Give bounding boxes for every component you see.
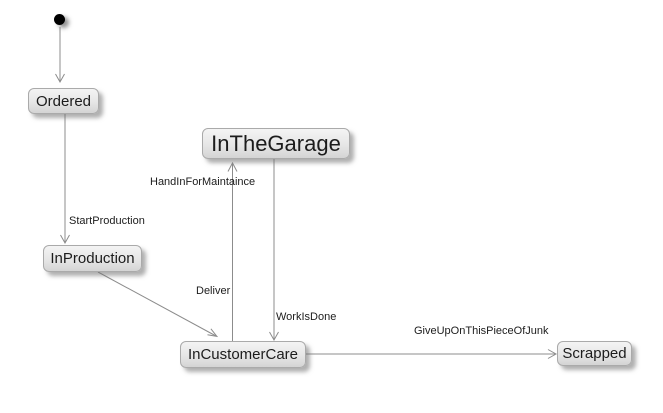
arrowhead-right-icon [547, 349, 558, 359]
arrowhead-diagonal-icon [207, 328, 219, 338]
state-inproduction-label: InProduction [50, 250, 135, 267]
transition-inthegarage-to-incustomercare [269, 159, 279, 342]
transition-label-startproduction: StartProduction [69, 215, 145, 227]
state-inproduction[interactable]: InProduction [43, 245, 142, 272]
state-ordered[interactable]: Ordered [28, 88, 99, 114]
transition-inproduction-to-incustomercare [97, 271, 219, 338]
state-ordered-label: Ordered [35, 92, 92, 110]
state-inthegarage-label: InTheGarage [211, 130, 341, 156]
state-scrapped[interactable]: Scrapped [557, 341, 632, 366]
state-incustomercare[interactable]: InCustomerCare [180, 341, 306, 368]
transition-label-workisdone: WorkIsDone [276, 311, 337, 323]
arrowhead-down-icon [60, 234, 70, 245]
transition-ordered-to-inproduction [60, 114, 70, 245]
state-scrapped-label: Scrapped [562, 345, 627, 362]
arrowhead-down-icon [55, 73, 65, 84]
arrowhead-up-icon [227, 161, 238, 172]
initial-state-dot-icon[interactable] [54, 14, 65, 25]
transition-label-giveuponthispieceofjunk: GiveUpOnThisPieceOfJunk [414, 325, 549, 337]
transition-incustomercare-to-inthegarage [227, 161, 238, 341]
transition-initial-to-ordered [55, 27, 65, 84]
transition-label-deliver: Deliver [196, 285, 231, 297]
transition-incustomercare-to-scrapped [306, 349, 558, 359]
transition-label-handinformaintaince: HandInForMaintaince [150, 176, 256, 188]
state-incustomercare-label: InCustomerCare [187, 346, 299, 363]
arrowhead-down-icon [269, 331, 279, 342]
state-inthegarage[interactable]: InTheGarage [202, 128, 350, 159]
